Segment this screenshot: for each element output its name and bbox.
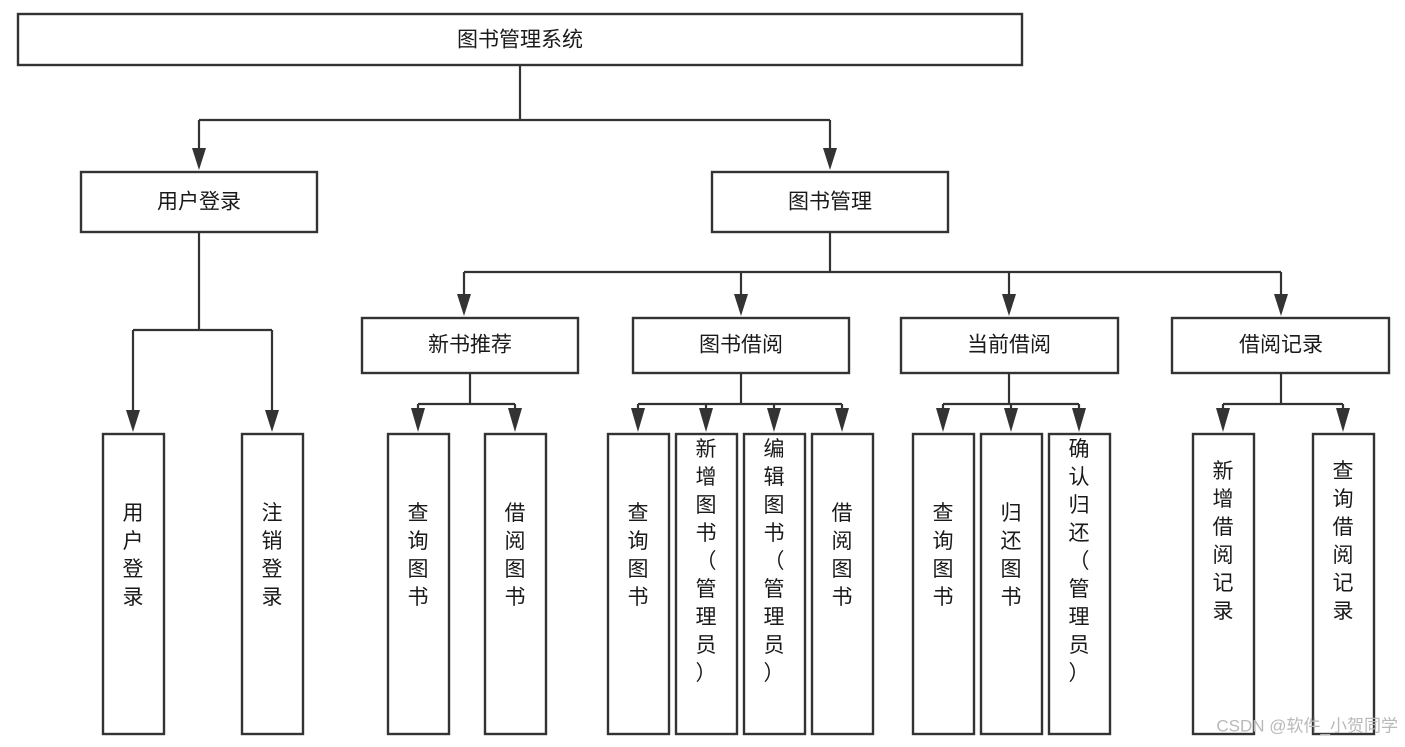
node-new-book-recommend-box[interactable] [360, 316, 580, 375]
arrow-head-leaf-borrow-book-2 [835, 408, 849, 432]
arrow-head-current-borrow [1002, 294, 1016, 316]
leaf-node-query-book-borrow[interactable]: 查询图书 [606, 432, 671, 736]
leaf-node-add-book-admin-box[interactable] [674, 432, 739, 736]
node-current-borrow-box[interactable] [899, 316, 1120, 375]
leaf-node-add-book-admin[interactable]: 新增图书（管理员） [674, 432, 739, 736]
leaf-node-user-login[interactable]: 用户登录 [101, 432, 166, 736]
leaf-node-logout-box[interactable] [240, 432, 305, 736]
node-book-management-label: 图书管理 [788, 191, 872, 214]
arrow-head-leaf-borrow-book-1 [508, 408, 522, 432]
leaf-node-query-book-borrow-box[interactable] [606, 432, 671, 736]
leaf-node-edit-book-admin-label: 编辑图书（管理员） [764, 438, 785, 685]
node-user-login[interactable]: 用户登录 [79, 170, 319, 234]
arrow-head-leaf-query-book-1 [411, 408, 425, 432]
leaf-node-confirm-return-admin-label: 确认归还（管理员） [1069, 438, 1090, 685]
leaf-node-query-book-recommend-box[interactable] [386, 432, 451, 736]
leaf-node-logout[interactable]: 注销登录 [240, 432, 305, 736]
leaf-node-query-borrow-record-box[interactable] [1311, 432, 1376, 736]
arrow-head-leaf-logout [265, 410, 279, 432]
node-book-management[interactable]: 图书管理 [710, 170, 950, 234]
node-root-system-label: 图书管理系统 [457, 29, 583, 52]
leaf-node-query-borrow-record[interactable]: 查询借阅记录 [1311, 432, 1376, 736]
leaf-node-borrow-book-box[interactable] [810, 432, 875, 736]
arrow-head-leaf-confirm-return [1072, 408, 1086, 432]
node-book-management-box[interactable] [710, 170, 950, 234]
arrow-head-leaf-edit-book [767, 408, 781, 432]
leaf-node-query-borrow-record-label: 查询借阅记录 [1333, 460, 1354, 623]
csdn-watermark: CSDN @软件_小贺同学 [1216, 716, 1398, 735]
arrow-head-leaf-query-book-3 [936, 408, 950, 432]
arrow-head-leaf-query-book-2 [631, 408, 645, 432]
leaf-node-query-book-recommend-label: 查询图书 [408, 502, 429, 609]
leaf-node-user-login-box[interactable] [101, 432, 166, 736]
node-book-borrow-label: 图书借阅 [699, 334, 783, 357]
leaf-node-confirm-return-admin-box[interactable] [1047, 432, 1112, 736]
leaf-node-borrow-book-recommend-box[interactable] [483, 432, 548, 736]
leaf-node-return-book[interactable]: 归还图书 [979, 432, 1044, 736]
leaf-node-query-book-current[interactable]: 查询图书 [911, 432, 976, 736]
leaf-node-add-borrow-record-label: 新增借阅记录 [1213, 460, 1234, 623]
leaf-node-query-book-current-label: 查询图书 [933, 502, 954, 609]
leaf-node-query-book-recommend[interactable]: 查询图书 [386, 432, 451, 736]
node-root-system-box[interactable] [16, 12, 1024, 67]
leaf-node-query-book-borrow-label: 查询图书 [628, 502, 649, 609]
arrow-head-borrow-record [1274, 294, 1288, 316]
node-book-borrow-box[interactable] [631, 316, 851, 375]
leaf-node-query-book-current-box[interactable] [911, 432, 976, 736]
leaf-node-add-borrow-record-box[interactable] [1191, 432, 1256, 736]
node-borrow-record-box[interactable] [1170, 316, 1391, 375]
arrow-head-leaf-return-book [1004, 408, 1018, 432]
arrow-head-leaf-add-record [1216, 408, 1230, 432]
node-new-book-recommend-label: 新书推荐 [428, 334, 512, 357]
node-borrow-record[interactable]: 借阅记录 [1170, 316, 1391, 375]
leaf-node-edit-book-admin[interactable]: 编辑图书（管理员） [742, 432, 807, 736]
node-new-book-recommend[interactable]: 新书推荐 [360, 316, 580, 375]
leaf-node-add-borrow-record[interactable]: 新增借阅记录 [1191, 432, 1256, 736]
leaf-node-return-book-box[interactable] [979, 432, 1044, 736]
node-current-borrow[interactable]: 当前借阅 [899, 316, 1120, 375]
leaf-node-borrow-book-recommend-label: 借阅图书 [505, 502, 526, 609]
node-root-system[interactable]: 图书管理系统 [16, 12, 1024, 67]
leaf-node-return-book-label: 归还图书 [1001, 502, 1022, 609]
node-user-login-box[interactable] [79, 170, 319, 234]
leaf-node-borrow-book-recommend[interactable]: 借阅图书 [483, 432, 548, 736]
node-borrow-record-label: 借阅记录 [1239, 334, 1323, 357]
arrow-head-book-mgmt [823, 148, 837, 170]
arrow-head-leaf-query-record [1336, 408, 1350, 432]
leaf-node-edit-book-admin-box[interactable] [742, 432, 807, 736]
arrow-head-new-book [457, 294, 471, 316]
leaf-node-logout-label: 注销登录 [262, 502, 283, 609]
node-user-login-label: 用户登录 [157, 191, 241, 214]
leaf-node-confirm-return-admin[interactable]: 确认归还（管理员） [1047, 432, 1112, 736]
arrow-head-book-borrow [734, 294, 748, 316]
arrow-head-leaf-user-login [126, 410, 140, 432]
arrow-head-leaf-add-book [699, 408, 713, 432]
connector-layer [126, 65, 1350, 432]
leaf-node-add-book-admin-label: 新增图书（管理员） [696, 438, 717, 685]
node-book-borrow[interactable]: 图书借阅 [631, 316, 851, 375]
leaf-node-borrow-book-label: 借阅图书 [832, 502, 853, 609]
leaf-node-user-login-label: 用户登录 [123, 502, 144, 609]
arrow-head-user-login [192, 148, 206, 170]
node-current-borrow-label: 当前借阅 [967, 334, 1051, 357]
leaf-node-borrow-book[interactable]: 借阅图书 [810, 432, 875, 736]
